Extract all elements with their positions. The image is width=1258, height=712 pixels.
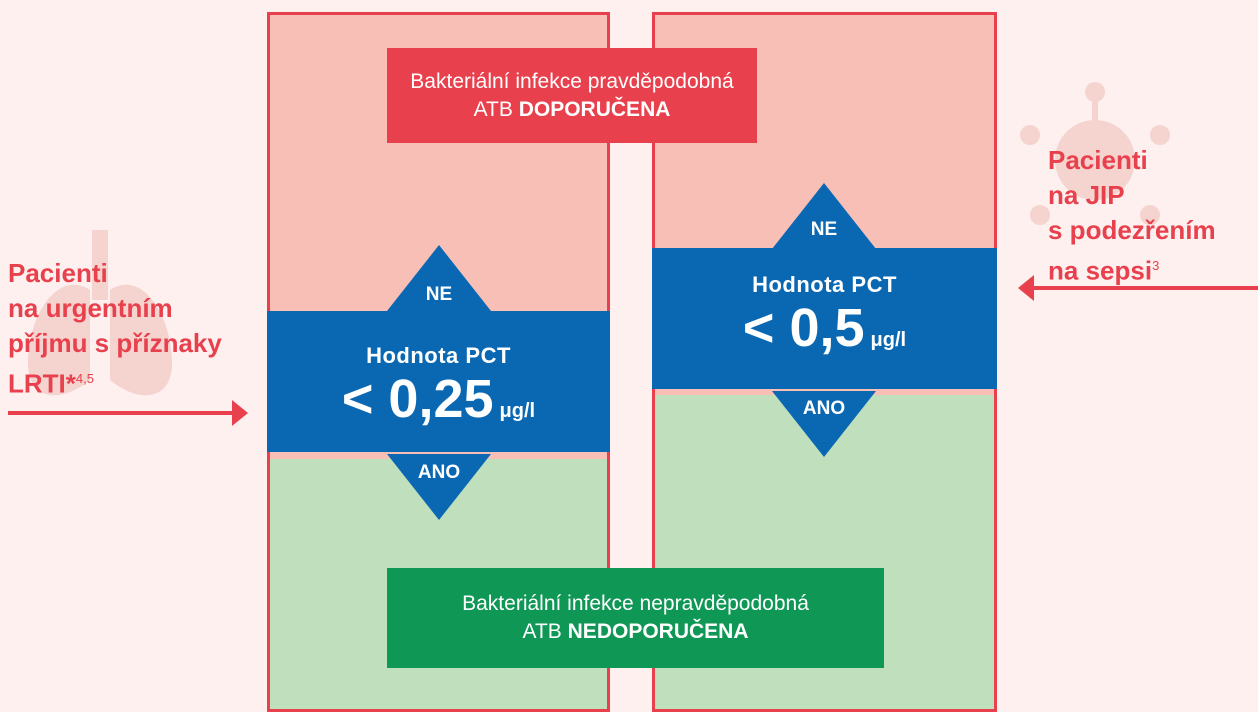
antibiotics-recommended-box: Bakteriální infekce pravděpodobná ATB DO… (387, 48, 757, 143)
bottom-box-prefix: ATB (522, 620, 562, 643)
right-ano-label: ANO (802, 398, 846, 419)
bottom-box-line1: Bakteriální infekce nepravděpodobná (462, 592, 809, 615)
left-pct-title: Hodnota PCT (366, 343, 511, 368)
right-ne-triangle (772, 183, 876, 249)
top-box-prefix: ATB (473, 97, 513, 121)
right-arrow-head (1018, 275, 1034, 301)
left-patients-line3: příjmu s příznaky (8, 328, 222, 358)
right-patients-ref: 3 (1152, 258, 1160, 273)
top-box-emphasis: DOPORUČENA (518, 97, 671, 121)
right-patients-label: Pacienti na JIP s podezřením na sepsi3 (1048, 143, 1216, 289)
left-ne-label: NE (425, 284, 453, 305)
left-patients-line1: Pacienti (8, 258, 108, 288)
left-patients-label: Pacienti na urgentním příjmu s příznaky … (8, 256, 222, 402)
left-patients-line2: na urgentním (8, 293, 173, 323)
right-pct-title: Hodnota PCT (752, 272, 897, 297)
right-patients-line4: na sepsi (1048, 255, 1153, 286)
left-patients-ref: 4,5 (75, 371, 94, 386)
right-ne-label: NE (810, 219, 838, 240)
left-patients-line4: LRTI* (8, 368, 76, 399)
right-pct-unit: μg/l (870, 329, 907, 351)
right-patients-line2: na JIP (1048, 180, 1125, 210)
right-pct-value: < 0,5 (742, 298, 865, 358)
left-ano-triangle (387, 454, 491, 520)
left-arrow-line (8, 411, 233, 415)
right-arrow-line (1033, 286, 1258, 290)
bottom-box-emphasis: NEDOPORUČENA (567, 620, 749, 643)
right-patients-line3: s podezřením (1048, 215, 1216, 245)
right-patients-line1: Pacienti (1048, 145, 1148, 175)
virus-icon (1020, 82, 1170, 225)
top-box-line1: Bakteriální infekce pravděpodobná (410, 69, 734, 93)
left-arrow-head (232, 400, 248, 426)
antibiotics-not-recommended-box: Bakteriální infekce nepravděpodobná ATB … (387, 568, 884, 668)
left-pct-value: < 0,25 (341, 369, 494, 429)
right-ano-triangle (772, 391, 876, 457)
left-ne-triangle (387, 245, 491, 311)
left-pct-unit: μg/l (499, 400, 536, 422)
left-ano-label: ANO (417, 462, 461, 483)
lungs-icon (27, 230, 173, 396)
